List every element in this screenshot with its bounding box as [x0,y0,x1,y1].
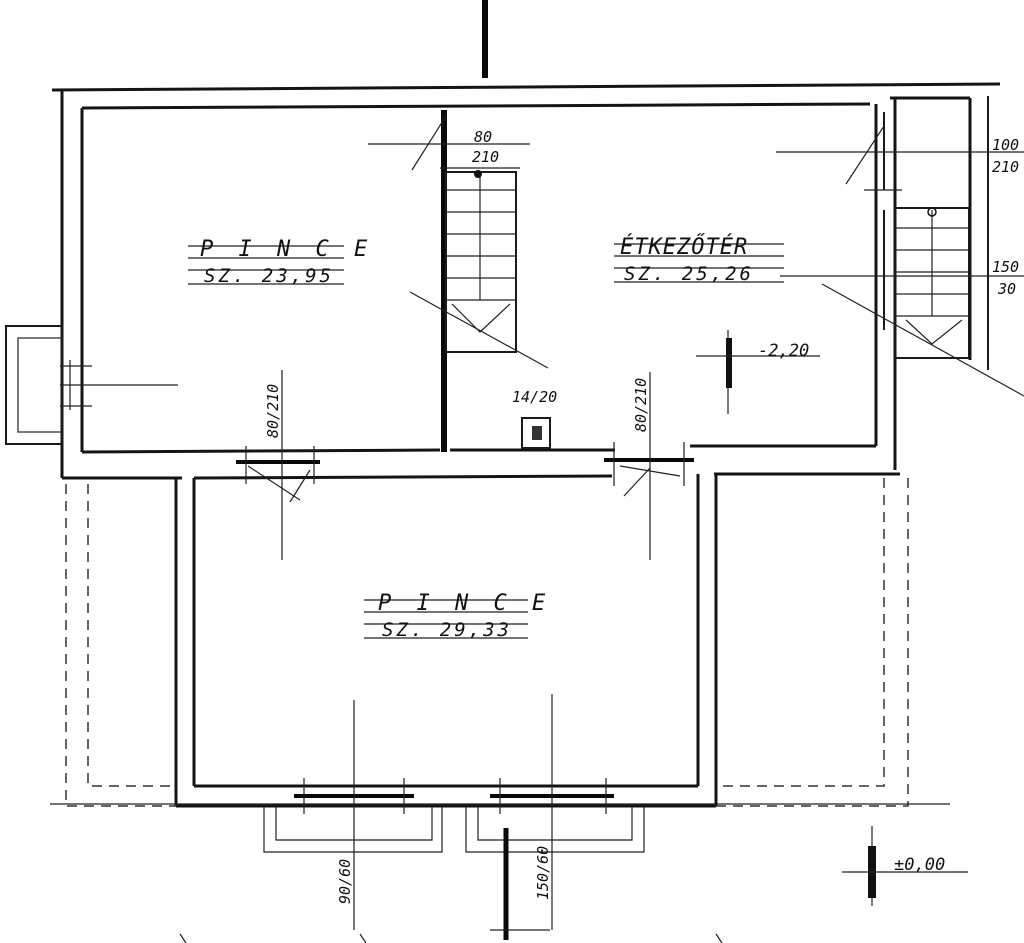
left-exterior-box [5,325,178,445]
room-left-name: P I N C E [200,237,373,262]
dim-right-mid-top: 150 [992,258,1019,276]
dim-door-left: 80/210 [264,384,282,438]
right-staircase [776,112,1024,397]
dashed-outlines [65,478,909,807]
door-right [604,372,694,560]
dim-right-top-bottom: 210 [992,158,1019,176]
bottom-ticks [50,803,950,943]
room-bottom-name: P I N C E [378,591,551,616]
dim-window-bottom-right: 150/60 [534,846,552,900]
door-left [236,370,320,560]
level-upper-label: -2,20 [758,341,809,361]
label-underlines [188,243,784,639]
room-right-name: ÉTKEZŐTÉR [620,234,748,260]
dim-door-right: 80/210 [632,378,650,432]
lower-walls [174,474,718,808]
room-left-area: SZ. 23,95 [204,265,334,287]
dim-right-top-top: 100 [992,136,1019,154]
dim-window-bottom-left: 90/60 [336,859,354,904]
level-ground-label: ±0,00 [894,855,945,875]
dim-chimney: 14/20 [512,388,557,406]
room-bottom-area: SZ. 29,33 [382,619,512,641]
dim-door-top-top: 80 [474,128,492,146]
level-marker-upper [696,330,820,414]
dim-door-top-bottom: 210 [472,148,499,166]
level-marker-ground [842,826,968,906]
room-right-area: SZ. 25,26 [624,263,754,285]
dim-right-mid-bottom: 30 [997,280,1016,298]
bottom-windows [263,694,645,940]
left-staircase [368,115,549,369]
chimney [521,417,551,449]
